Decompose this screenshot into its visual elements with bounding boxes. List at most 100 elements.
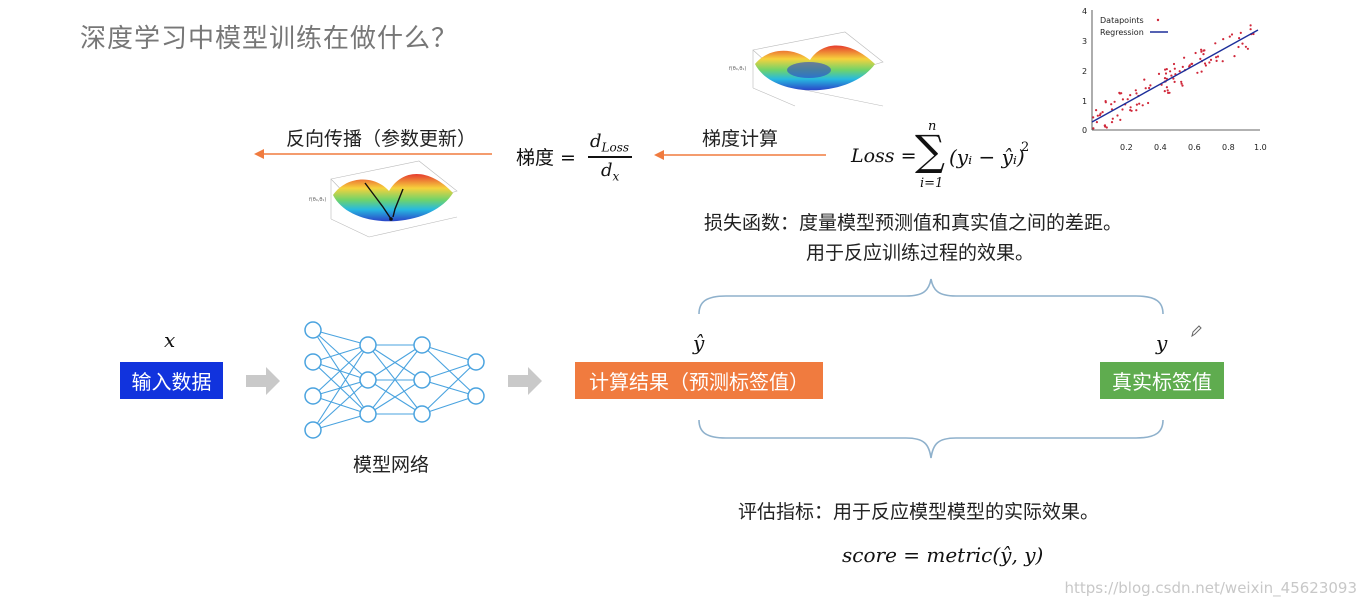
scatter-point bbox=[1163, 90, 1166, 93]
scatter-point bbox=[1095, 121, 1098, 124]
network-edge bbox=[421, 344, 477, 363]
sum-top: n bbox=[928, 119, 937, 134]
network-edge bbox=[367, 344, 423, 415]
scatter-point bbox=[1172, 62, 1176, 66]
gradient-denominator: dx bbox=[601, 160, 620, 184]
scatter-point bbox=[1166, 89, 1169, 92]
backprop-arrow bbox=[254, 149, 492, 159]
x-tick: 0.8 bbox=[1222, 143, 1235, 152]
svg-text:f(θ₀,θ₁): f(θ₀,θ₁) bbox=[729, 66, 746, 72]
true-variable: y bbox=[1156, 331, 1168, 355]
scatter-point bbox=[1199, 57, 1202, 61]
scatter-point bbox=[1238, 37, 1241, 40]
network-node bbox=[304, 353, 322, 371]
scatter-point bbox=[1169, 70, 1172, 73]
loss-power: 2 bbox=[1021, 140, 1030, 155]
network-edge bbox=[312, 329, 369, 381]
neural-network-diagram bbox=[304, 321, 485, 439]
scatter-point bbox=[1099, 112, 1102, 115]
scatter-point bbox=[1233, 55, 1236, 58]
scatter-point bbox=[1144, 87, 1147, 90]
scatter-point bbox=[1165, 86, 1168, 89]
network-node bbox=[359, 336, 377, 354]
network-edge bbox=[312, 344, 369, 431]
scatter-point bbox=[1111, 117, 1114, 120]
scatter-point bbox=[1221, 60, 1224, 63]
backprop-label: 反向传播（参数更新） bbox=[286, 128, 477, 150]
scatter-point bbox=[1165, 77, 1168, 80]
network-edge bbox=[367, 379, 423, 415]
flow-arrow-2 bbox=[508, 367, 542, 395]
scatter-point bbox=[1092, 116, 1095, 119]
scatter-point bbox=[1190, 62, 1193, 65]
network-node bbox=[413, 336, 431, 354]
regression-line bbox=[1091, 29, 1259, 123]
scatter-point bbox=[1129, 109, 1132, 112]
scatter-point bbox=[1164, 68, 1167, 71]
scatter-point bbox=[1200, 48, 1203, 51]
scatter-point bbox=[1138, 102, 1141, 105]
scatter-point bbox=[1129, 106, 1132, 109]
scatter-point bbox=[1148, 86, 1151, 90]
network-edge bbox=[312, 379, 369, 431]
prediction-variable: ŷ bbox=[693, 331, 705, 355]
scatter-point bbox=[1135, 103, 1138, 106]
scatter-point bbox=[1216, 55, 1220, 58]
scatter-point bbox=[1196, 71, 1199, 74]
gradient-calc-arrow bbox=[654, 150, 826, 160]
scatter-point bbox=[1113, 100, 1116, 103]
scatter-point bbox=[1110, 121, 1114, 124]
score-formula: score = metric(ŷ, y) bbox=[842, 543, 1044, 567]
regression-scatter-plot: Datapoints Regression 0.2 0.4 0.6 0.8 1.… bbox=[1082, 7, 1267, 152]
scatter-point bbox=[1249, 24, 1252, 27]
scatter-point bbox=[1181, 84, 1184, 87]
scatter-point bbox=[1249, 28, 1252, 31]
x-tick: 1.0 bbox=[1254, 143, 1267, 152]
scatter-point bbox=[1239, 31, 1242, 34]
scatter-point bbox=[1103, 124, 1106, 127]
network-edge bbox=[312, 413, 369, 431]
scatter-point bbox=[1204, 64, 1207, 67]
scatter-point bbox=[1180, 82, 1183, 85]
loss-body: (yᵢ − ŷᵢ) bbox=[949, 145, 1025, 169]
scatter-point bbox=[1092, 127, 1095, 130]
scatter-point bbox=[1121, 108, 1124, 111]
watermark: https://blog.csdn.net/weixin_45623093 bbox=[1064, 579, 1357, 597]
gradient-calc-label: 梯度计算 bbox=[702, 128, 779, 150]
y-tick: 3 bbox=[1082, 37, 1087, 46]
scatter-point bbox=[1157, 72, 1161, 75]
scatter-point bbox=[1180, 80, 1183, 83]
scatter-point bbox=[1237, 45, 1240, 49]
network-edge bbox=[421, 361, 477, 415]
legend-datapoints: Datapoints bbox=[1100, 16, 1144, 25]
loss-surface-descent-plot: f(θ₀,θ₁) bbox=[309, 160, 458, 238]
gradient-lhs: 梯度 = bbox=[516, 147, 576, 169]
flow-arrow-1 bbox=[246, 367, 280, 395]
scatter-point bbox=[1181, 65, 1184, 68]
scatter-point bbox=[1126, 98, 1129, 101]
network-edge bbox=[312, 344, 369, 397]
fraction-bar bbox=[588, 156, 632, 158]
scatter-point bbox=[1209, 58, 1213, 62]
legend-regression: Regression bbox=[1100, 28, 1144, 37]
scatter-point bbox=[1214, 42, 1217, 45]
scatter-point bbox=[1172, 77, 1175, 80]
upper-brace bbox=[698, 278, 1164, 315]
network-node bbox=[413, 405, 431, 423]
scatter-point bbox=[1134, 89, 1137, 92]
pencil-icon[interactable] bbox=[1190, 324, 1202, 338]
scatter-point bbox=[1200, 50, 1203, 53]
lower-brace bbox=[698, 419, 1164, 459]
scatter-point bbox=[1149, 84, 1152, 87]
input-data-box: 输入数据 bbox=[120, 362, 223, 399]
scatter-point bbox=[1222, 38, 1225, 41]
scatter-point bbox=[1095, 109, 1098, 112]
scatter-point bbox=[1118, 91, 1121, 94]
page-title: 深度学习中模型训练在做什么？ bbox=[80, 24, 459, 54]
network-node bbox=[467, 353, 485, 371]
y-tick: 4 bbox=[1082, 7, 1087, 16]
scatter-point bbox=[1173, 67, 1176, 70]
scatter-point bbox=[1129, 94, 1132, 97]
sum-symbol: ∑ bbox=[915, 126, 945, 175]
scatter-point bbox=[1230, 33, 1234, 36]
